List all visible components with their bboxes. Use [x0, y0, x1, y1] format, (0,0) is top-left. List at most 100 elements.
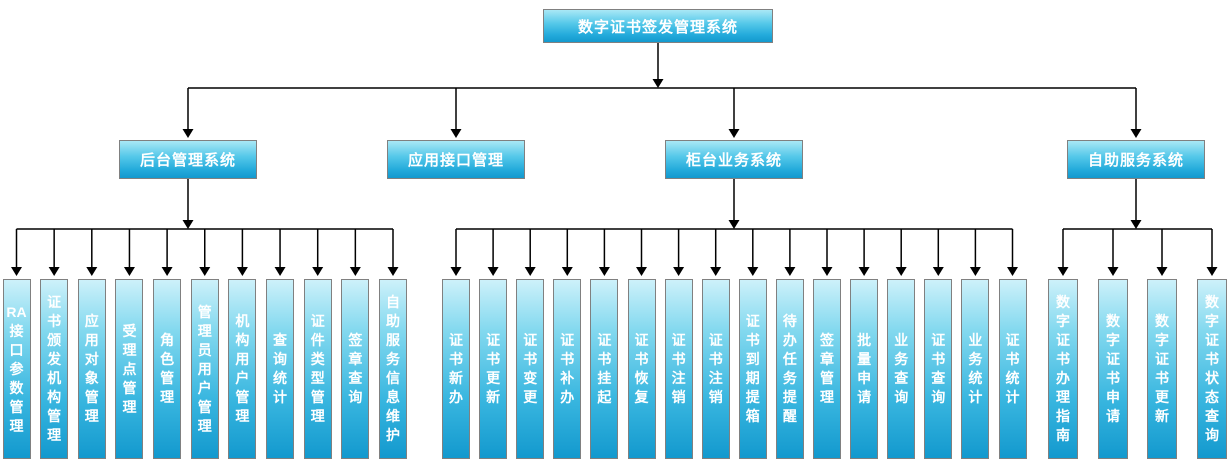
leaf-node-char: 证 [1005, 332, 1020, 348]
leaf-node-char: 管 [84, 389, 99, 405]
leaf-node-char: 构 [235, 332, 250, 348]
leaf-node-char: 证 [1205, 332, 1219, 348]
leaf-node-char: 书 [1056, 351, 1070, 367]
leaf-node-char: 证 [486, 332, 501, 348]
leaf-node-char: 理 [160, 389, 175, 405]
leaf-node: 管理员用户管理 [190, 279, 219, 459]
leaf-node-char: 新 [1155, 408, 1169, 424]
leaf-node-char: 书 [1005, 351, 1020, 367]
leaf-node-char: 期 [745, 370, 760, 386]
leaf-node-char: 统 [1005, 370, 1020, 386]
leaf-node: 待办任务提醒 [775, 279, 804, 459]
leaf-node: 证书新办 [442, 279, 470, 459]
leaf-node-char: 管 [9, 398, 24, 415]
leaf-node-char: 理 [1056, 389, 1070, 405]
leaf-node-char: 查 [931, 370, 946, 386]
leaf-node-char: 发 [47, 351, 62, 367]
leaf-node-char: 提 [745, 389, 760, 405]
leaf-node-char: 查 [348, 370, 363, 386]
leaf-node-char: 息 [386, 389, 400, 405]
leaf-node-char: 待 [782, 313, 797, 329]
leaf-node-char: 统 [273, 370, 288, 386]
leaf-node-char: 管 [820, 370, 834, 386]
leaf-node-char: 到 [745, 351, 760, 367]
leaf-node-char: 计 [968, 389, 983, 405]
leaf-node-char: 用 [84, 332, 99, 348]
leaf-node-char: 任 [782, 351, 797, 367]
leaf-node-char: 销 [671, 389, 686, 405]
leaf-node-char: 复 [634, 389, 649, 405]
leaf-node-char: 询 [273, 351, 288, 367]
leaf-node: 证书颁发机构管理 [40, 279, 69, 459]
leaf-node-char: 理 [47, 427, 62, 443]
leaf-node-char: 新 [486, 389, 501, 405]
leaf-node-char: 理 [197, 322, 212, 339]
leaf-node-char: 管 [197, 398, 212, 415]
leaf-node-char: 证 [1155, 351, 1169, 367]
leaf-node-char: 员 [197, 341, 212, 358]
leaf-node-char: 件 [310, 332, 325, 348]
leaf-node-char: 颁 [47, 332, 62, 348]
leaf-node: 受理点管理 [115, 279, 144, 459]
leaf-node-char: 办 [560, 389, 575, 405]
leaf-node-char: 管 [310, 389, 325, 405]
leaf-node-char: 书 [486, 351, 501, 367]
leaf-node-char: 服 [386, 332, 400, 348]
leaf-node-char: 书 [708, 351, 723, 367]
leaf-node: 证书注销 [664, 279, 693, 459]
leaf-node: 签章管理 [813, 279, 841, 459]
leaf-node-char: 办 [449, 389, 463, 405]
leaf-node: 证书恢复 [627, 279, 656, 459]
leaf-node-char: 维 [386, 408, 400, 424]
leaf-node: 证书注销 [701, 279, 730, 459]
leaf-node-char: 角 [160, 332, 175, 348]
leaf-node-char: 管 [122, 379, 137, 396]
leaf-node-char: 书 [931, 351, 946, 367]
leaf-node-char: 查 [1205, 408, 1219, 424]
leaf-node: 签章查询 [341, 279, 370, 459]
leaf-node-char: 理 [310, 408, 325, 424]
leaf-node-char: 量 [857, 351, 872, 367]
leaf-node-char: 证 [523, 332, 538, 348]
leaf-node-char: 证 [671, 332, 686, 348]
leaf-node-char: 书 [745, 332, 760, 348]
leaf-node-char: 态 [1205, 389, 1219, 405]
leaf-node-char: 助 [386, 313, 400, 329]
leaf-node-char: 构 [47, 389, 62, 405]
leaf-node-char: 象 [84, 370, 99, 386]
leaf-node-char: 箱 [745, 408, 760, 424]
leaf-node-char: 注 [708, 370, 723, 386]
leaf-node-char: 补 [560, 370, 575, 386]
leaf-node-char: 证 [47, 294, 62, 310]
leaf-node-char: 询 [931, 389, 946, 405]
leaf-node-char: 销 [708, 389, 723, 405]
leaf-node-char: 询 [348, 389, 363, 405]
leaf-node-char: 书 [1155, 370, 1169, 386]
leaf-node-char: 字 [1106, 332, 1120, 348]
leaf-node-char: 办 [782, 332, 797, 348]
leaf-node-char: 证 [708, 332, 723, 348]
leaf-node: 批量申请 [850, 279, 879, 459]
leaf-node-char: 点 [122, 360, 137, 377]
leaf-node-char: 字 [1205, 313, 1219, 329]
leaf-node-char: 书 [671, 351, 686, 367]
leaf-node-char: RA [6, 303, 27, 320]
leaf-node-char: 务 [894, 351, 909, 367]
leaf-node-char: 更 [523, 389, 538, 405]
leaf-node-char: 信 [386, 370, 400, 386]
leaf-node-char: 提 [782, 389, 797, 405]
leaf-node-char: 色 [160, 351, 175, 367]
leaf-node-char: 变 [523, 370, 538, 386]
leaf-node-char: 证 [597, 332, 612, 348]
leaf-node-char: 字 [1056, 313, 1070, 329]
leaf-node-char: 受 [122, 322, 137, 339]
leaf-node-char: 查 [894, 370, 909, 386]
leaf-node-char: 查 [273, 332, 288, 348]
leaf-node-char: 恢 [634, 370, 649, 386]
leaf-node-char: 理 [197, 417, 212, 434]
leaf-node-char: 自 [386, 294, 400, 310]
leaf-node: 证书到期提箱 [738, 279, 767, 459]
leaf-node-char: 理 [122, 398, 137, 415]
